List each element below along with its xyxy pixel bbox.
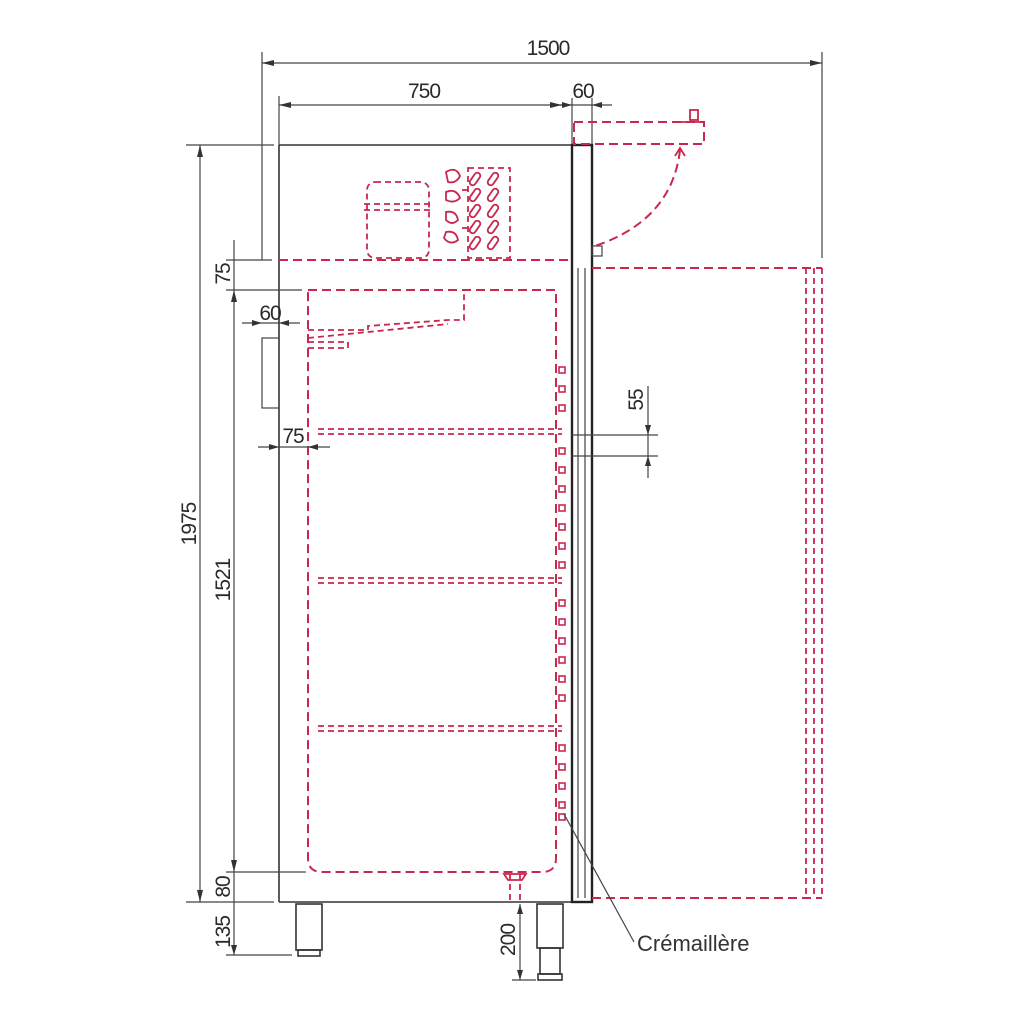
dim-label-750: 750 — [408, 80, 440, 103]
shelf-3 — [318, 725, 562, 732]
dim-label-200: 200 — [497, 924, 520, 956]
dim-label-75-shelf: 75 — [282, 425, 304, 448]
dim-label-55: 55 — [625, 389, 648, 411]
dim-750: 750 — [278, 80, 562, 145]
dim-55: 55 — [572, 386, 658, 478]
shelf-2 — [318, 577, 562, 584]
rack-label: Crémaillère — [637, 931, 749, 956]
dim-80: 80 — [212, 871, 306, 902]
condenser-coil-icon — [467, 167, 511, 259]
dim-label-1521: 1521 — [212, 558, 235, 601]
compressor-icon — [364, 181, 432, 259]
dim-1521: 1521 — [212, 290, 237, 872]
leg-rear — [536, 903, 564, 981]
dim-label-60-top: 60 — [572, 80, 594, 103]
cabinet-body — [278, 143, 603, 904]
dim-label-75-top: 75 — [212, 263, 235, 285]
door-open-top — [573, 121, 705, 145]
rack-rail — [558, 366, 566, 821]
control-panel — [261, 337, 280, 409]
interior-liner — [307, 289, 557, 873]
dim-label-80: 80 — [212, 876, 235, 898]
shelf-1 — [318, 428, 562, 435]
dim-60-top: 60 — [560, 80, 612, 145]
rack-callout: Crémaillère — [563, 813, 749, 956]
door-swing — [573, 109, 705, 247]
fan-icon — [442, 168, 468, 244]
drain — [502, 873, 528, 902]
dim-label-1500: 1500 — [527, 37, 570, 60]
dim-75-top: 75 — [212, 240, 302, 291]
leg-front — [295, 903, 323, 957]
door — [570, 143, 594, 904]
door-hinge — [591, 245, 603, 257]
machine-compartment — [279, 167, 572, 261]
dim-1500: 1500 — [261, 37, 823, 260]
dim-label-1975: 1975 — [178, 502, 201, 545]
door-swing-arc — [594, 149, 681, 247]
dim-1975: 1975 — [178, 144, 274, 903]
dim-75-shelf: 75 — [258, 425, 330, 450]
dim-label-135: 135 — [212, 916, 235, 948]
dim-60-side: 60 — [242, 302, 300, 409]
legs — [295, 903, 564, 981]
dim-200: 200 — [497, 904, 536, 981]
dim-label-60-side: 60 — [259, 302, 281, 325]
shelves — [318, 428, 562, 732]
door-open-outline — [592, 267, 823, 899]
dim-135: 135 — [212, 902, 292, 956]
